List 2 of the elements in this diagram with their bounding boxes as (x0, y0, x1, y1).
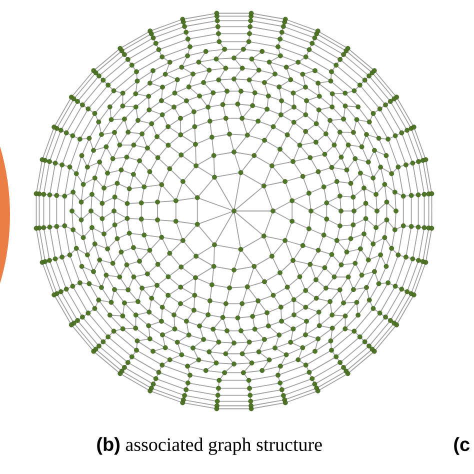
figure-caption: (b) associated graph structure (97, 437, 322, 455)
panel-label: (c (454, 437, 470, 455)
